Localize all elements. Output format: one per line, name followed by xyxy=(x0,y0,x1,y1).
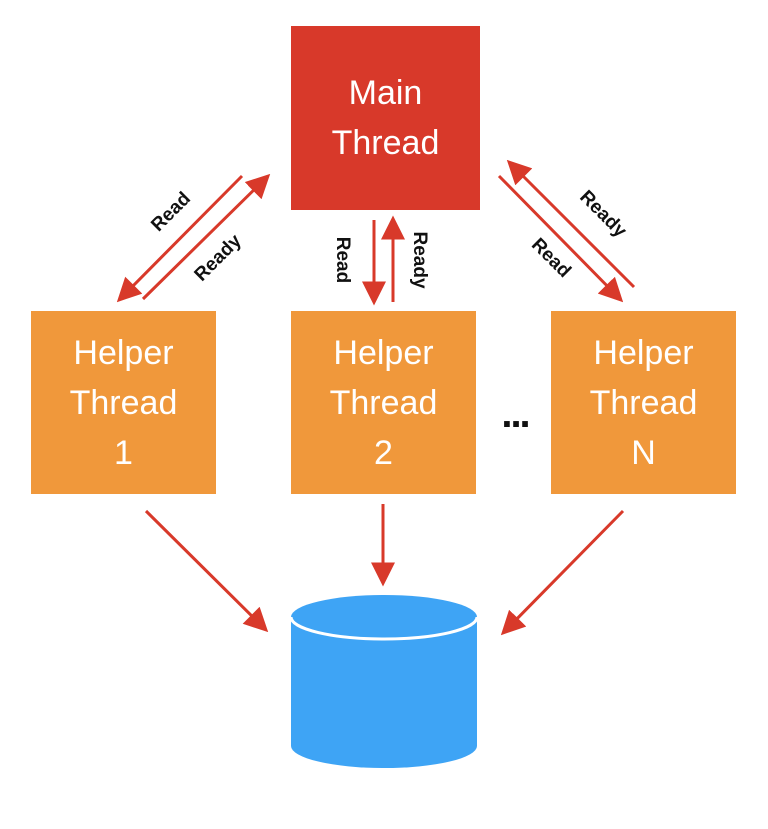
helper-thread-1-box: Helper Thread 1 xyxy=(31,311,216,494)
main-thread-label: Main Thread xyxy=(331,74,440,162)
more-helpers-ellipsis: ... xyxy=(501,392,530,436)
helper-thread-2-label: Helper Thread 2 xyxy=(329,333,438,472)
arrow-helper-n-to-storage xyxy=(500,509,625,636)
label-ready-helper-n: Ready xyxy=(575,187,630,242)
helper-thread-1-label: Helper Thread 1 xyxy=(69,333,178,472)
label-read-helper-n: Read xyxy=(527,234,575,282)
arrow-ready-helper-n-to-main xyxy=(506,159,636,289)
database-cylinder-icon xyxy=(289,595,479,768)
label-ready-helper-2: Ready xyxy=(409,231,430,288)
helper-thread-n-label: Helper Thread N xyxy=(589,333,698,472)
arrow-read-main-to-helper-n xyxy=(497,174,624,303)
helper-thread-2-box: Helper Thread 2 xyxy=(291,311,476,494)
main-thread-box: Main Thread xyxy=(291,26,480,210)
arrow-helper-1-to-storage xyxy=(144,509,269,633)
helper-thread-n-box: Helper Thread N xyxy=(551,311,736,494)
label-ready-helper-1: Ready xyxy=(191,230,246,285)
label-read-helper-2: Read xyxy=(332,237,353,283)
arrow-read-main-to-helper-1 xyxy=(116,174,244,303)
arrow-ready-helper-1-to-main xyxy=(141,173,271,301)
